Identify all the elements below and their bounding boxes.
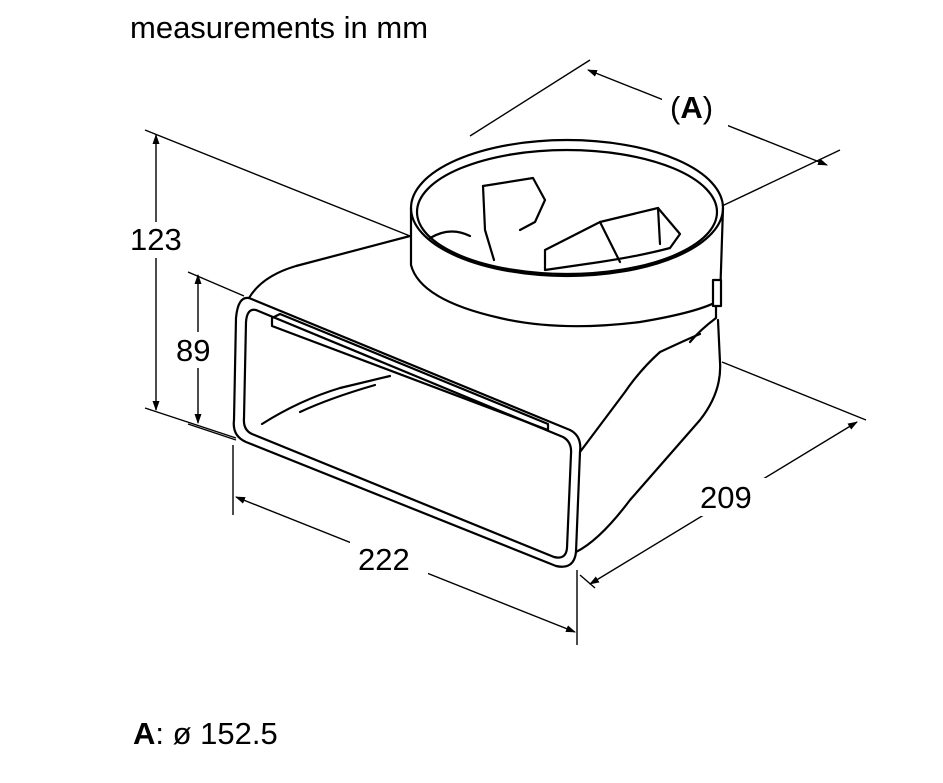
ext-inner-top xyxy=(187,271,245,297)
ext-depth-front xyxy=(579,574,596,589)
legend-separator: : xyxy=(155,716,165,751)
dim-209-label: 209 xyxy=(700,480,752,515)
vane-2 xyxy=(481,184,496,262)
dim-123-label: 123 xyxy=(130,222,182,257)
right-side xyxy=(578,332,702,454)
collar-bottom-band xyxy=(688,280,718,344)
inner-flange xyxy=(270,312,550,432)
collar-clip xyxy=(711,278,723,308)
ext-body-right xyxy=(721,361,867,421)
duct-adapter-body xyxy=(232,138,725,568)
round-collar-inner xyxy=(415,148,719,276)
top-surface xyxy=(247,234,412,300)
legend-key: A xyxy=(133,716,156,751)
page-title: measurements in mm xyxy=(130,10,429,45)
diameter-legend: A: ø 152.5 xyxy=(133,716,278,752)
inner-lip xyxy=(428,230,472,240)
inner-floor xyxy=(260,374,392,426)
round-collar-wall xyxy=(409,206,725,328)
vane-3 xyxy=(543,206,682,272)
vane-5 xyxy=(656,206,662,246)
inner-back xyxy=(298,383,377,414)
rect-outlet-outer xyxy=(232,296,582,568)
dim-a-label: (A) xyxy=(670,90,713,125)
ext-collar-left xyxy=(469,59,591,137)
vane-1 xyxy=(481,176,547,232)
dim-222-label: 222 xyxy=(358,542,410,577)
ext-inner-bottom xyxy=(187,423,237,441)
ext-top-back xyxy=(144,129,411,237)
ext-bottom-front xyxy=(144,407,237,439)
ext-collar-right xyxy=(721,149,841,207)
legend-value: ø 152.5 xyxy=(164,716,278,751)
right-body-curve xyxy=(574,318,722,554)
dim-89-label: 89 xyxy=(176,333,210,368)
vane-4 xyxy=(598,220,622,264)
